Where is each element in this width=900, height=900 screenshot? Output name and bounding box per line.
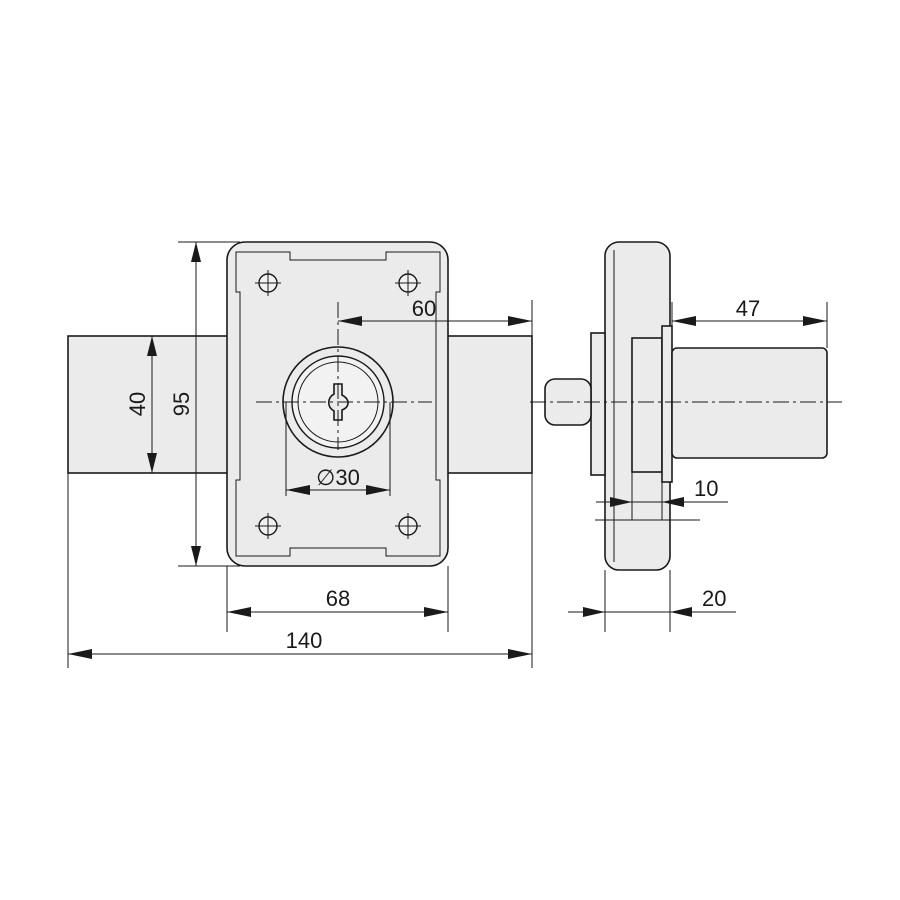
dim-label-case-depth: 20 [702, 586, 726, 611]
dim-label-bolt-throw: 60 [412, 296, 436, 321]
screw-hole-bottom-left [255, 513, 281, 539]
dim-label-case-width: 68 [326, 586, 350, 611]
dim-label-cylinder-diameter: ∅30 [316, 465, 360, 490]
dim-label-bolt-height: 40 [125, 392, 150, 416]
dimension-lines [67, 241, 828, 668]
side-cylinder-body [671, 347, 828, 459]
side-rosette [631, 337, 663, 473]
side-cylinder-collar [661, 325, 673, 483]
side-backplate [590, 332, 606, 476]
screw-hole-top-right [395, 270, 421, 296]
dim-label-cylinder-projection: 47 [736, 296, 760, 321]
side-view [530, 241, 842, 571]
case-cover-plate [235, 251, 441, 557]
dim-label-overall-width: 140 [286, 628, 323, 653]
screw-hole-top-left [255, 270, 281, 296]
front-view [67, 241, 533, 567]
screw-hole-bottom-right [395, 513, 421, 539]
dim-label-case-height: 95 [169, 392, 194, 416]
dim-label-rosette-thickness: 10 [694, 476, 718, 501]
